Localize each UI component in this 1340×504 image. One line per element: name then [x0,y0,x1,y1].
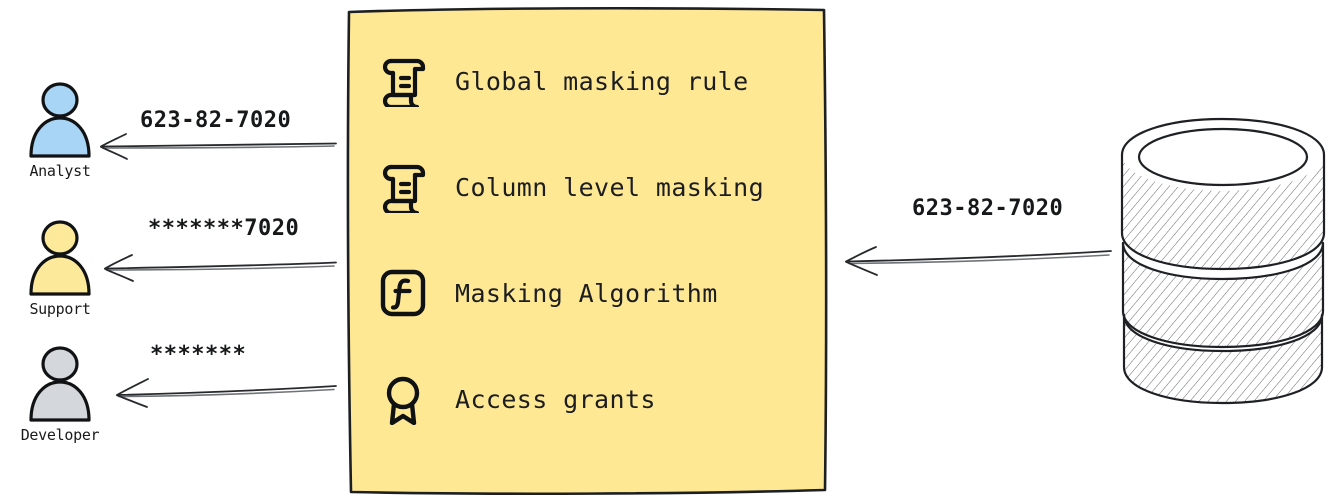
function-icon [380,269,426,317]
actor-analyst[interactable]: Analyst [0,78,120,180]
policy-item-label: Masking Algorithm [455,278,718,308]
scroll-icon [382,164,426,213]
flow-label-developer: ******* [150,342,247,367]
policy-item-access-grants[interactable]: Access grants [377,370,830,428]
flow-label-support: *******7020 [148,216,300,241]
arrow-to-analyst [100,133,337,160]
arrow-from-database [845,246,1112,276]
policy-item-list: Global masking rule Column level masking [345,4,830,496]
actor-support[interactable]: Support [0,216,120,318]
policy-item-label: Global masking rule [455,66,749,96]
policy-item-column-level-masking[interactable]: Column level masking [377,158,830,216]
flow-label-source: 623-82-7020 [912,196,1064,221]
person-icon [29,220,91,296]
policy-item-label: Access grants [455,384,656,414]
award-icon [386,376,420,425]
panel-background [346,6,828,496]
policy-panel: Global masking rule Column level masking [345,4,830,496]
database-cylinder-icon [1110,115,1335,405]
policy-item-label: Column level masking [455,172,765,202]
scroll-icon [382,58,426,107]
person-icon [29,346,91,422]
arrow-to-support [104,254,337,282]
policy-item-masking-algorithm[interactable]: Masking Algorithm [377,264,830,322]
actor-label: Analyst [29,162,91,180]
flow-label-analyst: 623-82-7020 [140,108,292,133]
arrow-to-developer [116,378,337,408]
actor-label: Support [29,300,91,318]
person-icon [29,82,91,158]
policy-item-global-masking-rule[interactable]: Global masking rule [377,52,830,110]
actor-developer[interactable]: Developer [0,342,120,444]
actor-label: Developer [20,426,100,444]
